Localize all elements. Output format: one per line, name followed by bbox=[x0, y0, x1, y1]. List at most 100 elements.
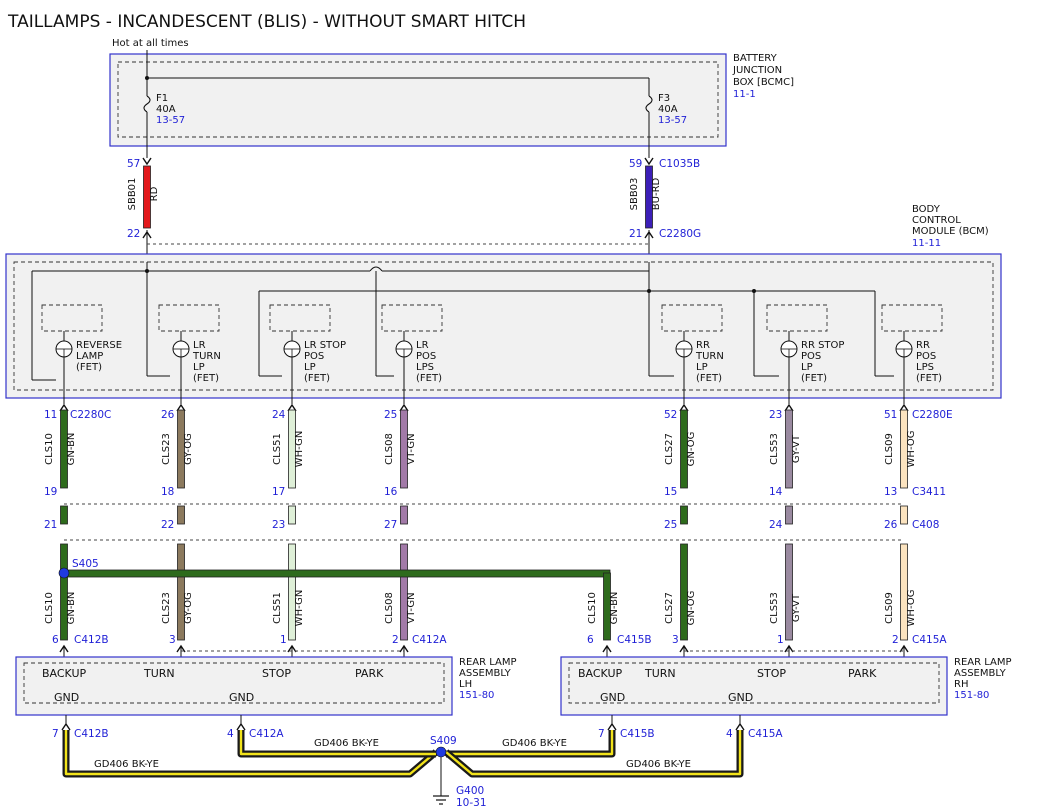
wire-segment bbox=[288, 505, 296, 525]
wire-pin-c408: 21 bbox=[44, 519, 57, 531]
wire-color-code: GN-OG bbox=[686, 432, 697, 467]
rear-lamp-rh-inner bbox=[568, 662, 940, 704]
lamp-name-line: ASSEMBLY bbox=[954, 668, 1007, 679]
lamp-terminal-label: PARK bbox=[355, 667, 384, 680]
wire-circuit: CLS09 bbox=[884, 433, 895, 465]
ground-pin: 4 bbox=[227, 728, 234, 740]
wire-segment bbox=[177, 505, 185, 525]
lamp-terminal-label: STOP bbox=[262, 667, 291, 680]
diagram-title: TAILLAMPS - INCANDESCENT (BLIS) - WITHOU… bbox=[7, 12, 526, 32]
fet-output-label: LP bbox=[696, 362, 708, 373]
wire-circuit: CLS08 bbox=[384, 433, 395, 465]
feed-wire bbox=[143, 165, 151, 229]
bjb-name-line: BATTERY bbox=[733, 53, 778, 64]
wire-segment bbox=[785, 543, 793, 641]
ground-wire-label: GD406 BK-YE bbox=[94, 759, 159, 770]
fet-driver-box bbox=[381, 304, 443, 332]
wire-color-code: WH-GN bbox=[294, 590, 305, 627]
lamp-terminal-label: STOP bbox=[757, 667, 786, 680]
connector-c415b: C415B bbox=[617, 634, 652, 646]
bcm-name-line: MODULE (BCM) bbox=[912, 226, 989, 237]
feed-circuit: SBB03 bbox=[629, 178, 640, 211]
lamp-name-line: REAR LAMP bbox=[954, 657, 1012, 668]
fet-output-label: (FET) bbox=[801, 373, 827, 384]
ground-g400-label: G400 bbox=[456, 785, 484, 797]
wire-circuit: CLS53 bbox=[769, 433, 780, 465]
wire-pin-lamp: 1 bbox=[280, 634, 287, 646]
body-control-module bbox=[5, 253, 1002, 399]
fet-output-label: TURN bbox=[192, 351, 221, 362]
connector-c412b: C412B bbox=[74, 728, 109, 740]
lamp-name-line: RH bbox=[954, 679, 968, 690]
ground-pin: 4 bbox=[726, 728, 733, 740]
wire-circuit: CLS23 bbox=[161, 592, 172, 624]
lamp-terminal-label: TURN bbox=[644, 667, 676, 680]
hot-at-all-times-label: Hot at all times bbox=[112, 38, 189, 49]
wire-circuit: CLS09 bbox=[884, 592, 895, 624]
fet-output-label: (FET) bbox=[916, 373, 942, 384]
ground-wire-rh-park-stripe bbox=[445, 730, 742, 776]
wire-pin-lamp: 3 bbox=[169, 634, 176, 646]
lamp-name-line: ASSEMBLY bbox=[459, 668, 512, 679]
fet-output-label: POS bbox=[304, 351, 324, 362]
fet-driver-box bbox=[661, 304, 723, 332]
pin-arrow bbox=[679, 403, 689, 412]
fet-output-label: LPS bbox=[416, 362, 434, 373]
fet-output-label: POS bbox=[801, 351, 821, 362]
fet-output-label: LR STOP bbox=[304, 340, 346, 351]
wire-circuit: CLS27 bbox=[664, 592, 675, 624]
feed-top-pin: 57 bbox=[127, 158, 140, 170]
fet-output-label: RR bbox=[696, 340, 710, 351]
wire-circuit: CLS10 bbox=[587, 592, 598, 624]
fet-driver-box bbox=[158, 304, 220, 332]
connector-c3411: C3411 bbox=[912, 486, 946, 498]
lamp-name-line: LH bbox=[459, 679, 472, 690]
wire-pin-c408: 23 bbox=[272, 519, 285, 531]
lamp-terminal-label: PARK bbox=[848, 667, 877, 680]
bjb-page-ref: 11-1 bbox=[733, 89, 756, 100]
connector-c412a: C412A bbox=[249, 728, 284, 740]
wire-pin-lamp: 3 bbox=[672, 634, 679, 646]
pin-arrow bbox=[176, 403, 186, 412]
wire-segment bbox=[400, 505, 408, 525]
wire-color-code: WH-OG bbox=[906, 590, 917, 627]
pin-arrow bbox=[236, 722, 246, 731]
wire-color-code: GN-BN bbox=[66, 433, 77, 466]
fet-output-label: LR bbox=[193, 340, 206, 351]
fuse-rating: 40A bbox=[156, 104, 176, 115]
wire-color-code: GN-OG bbox=[686, 591, 697, 626]
wire-circuit: CLS10 bbox=[44, 592, 55, 624]
lamp-gnd-label: GND bbox=[600, 691, 625, 704]
bjb-name-line: JUNCTION bbox=[732, 65, 782, 76]
wire-pin-c3411: 19 bbox=[44, 486, 57, 498]
wire-segment bbox=[400, 409, 408, 489]
feed-color-code: RD bbox=[149, 186, 160, 201]
fet-output-label: (FET) bbox=[193, 373, 219, 384]
wire-crossover bbox=[369, 266, 383, 272]
wire-circuit: CLS51 bbox=[272, 433, 283, 465]
feed-color-code: BU-RD bbox=[651, 177, 662, 210]
fet-driver-box bbox=[881, 304, 943, 332]
lamp-page-ref: 151-80 bbox=[459, 690, 494, 701]
pin-arrow bbox=[607, 722, 617, 731]
splice-s405-label: S405 bbox=[72, 558, 99, 570]
wire-pin-bcm: 11 bbox=[44, 409, 57, 421]
wire-circuit: CLS53 bbox=[769, 592, 780, 624]
lamp-terminal-label: BACKUP bbox=[578, 667, 623, 680]
fet-output-label: LP bbox=[801, 362, 813, 373]
wire-circuit: CLS51 bbox=[272, 592, 283, 624]
fet-output-label: LR bbox=[416, 340, 429, 351]
splice-s405-icon bbox=[58, 567, 70, 579]
ground-pin: 7 bbox=[598, 728, 605, 740]
wire-color-code: GY-OG bbox=[183, 433, 194, 465]
fet-output-label: POS bbox=[416, 351, 436, 362]
wire-pin-c3411: 16 bbox=[384, 486, 398, 498]
wire-pin-lamp: 1 bbox=[777, 634, 784, 646]
connector-c415b: C415B bbox=[620, 728, 655, 740]
wire-pin-bcm: 52 bbox=[664, 409, 677, 421]
wire-pin-bcm: 24 bbox=[272, 409, 286, 421]
wire-segment bbox=[900, 543, 908, 641]
fet-output-label: LP bbox=[193, 362, 205, 373]
wire-pin-bcm: 51 bbox=[884, 409, 897, 421]
wire-pin-lamp: 2 bbox=[392, 634, 399, 646]
